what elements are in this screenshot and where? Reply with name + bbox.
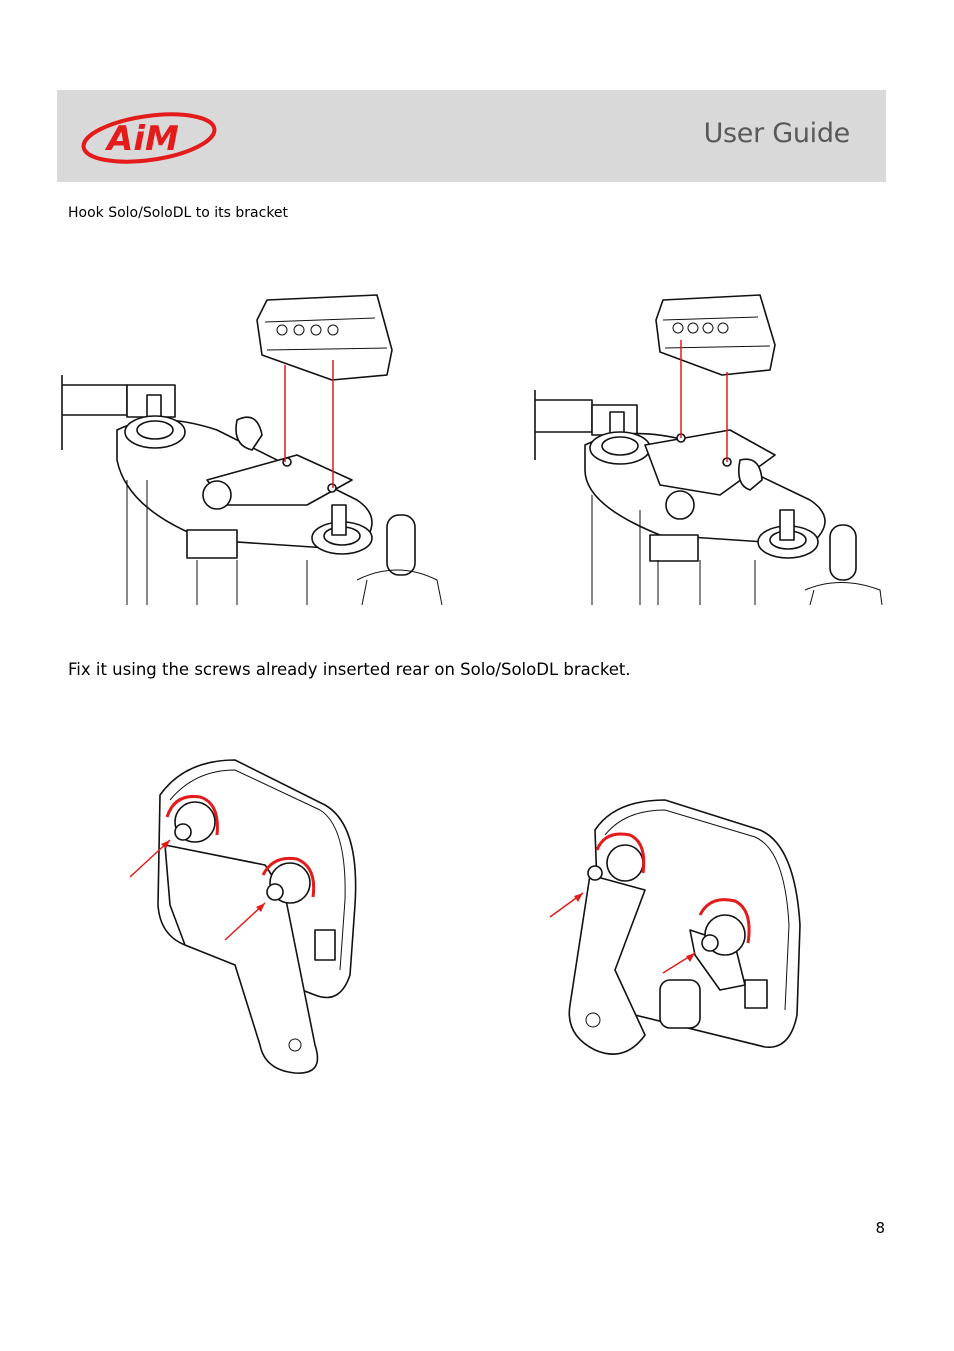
screw-fixing-illustration-right xyxy=(549,799,801,1055)
page-header: AiM User Guide xyxy=(57,90,886,182)
bracket-mount-illustration-right xyxy=(534,294,883,605)
page-number: 8 xyxy=(875,1219,885,1237)
svg-text:AiM: AiM xyxy=(104,119,179,159)
step-caption-fix: Fix it using the screws already inserted… xyxy=(68,660,631,679)
bracket-mount-illustration-left xyxy=(61,294,443,605)
document-title: User Guide xyxy=(703,118,851,149)
screw-fixing-illustration-left xyxy=(129,759,357,1074)
step-caption-hook: Hook Solo/SoloDL to its bracket xyxy=(68,205,289,221)
aim-logo: AiM xyxy=(81,112,217,164)
